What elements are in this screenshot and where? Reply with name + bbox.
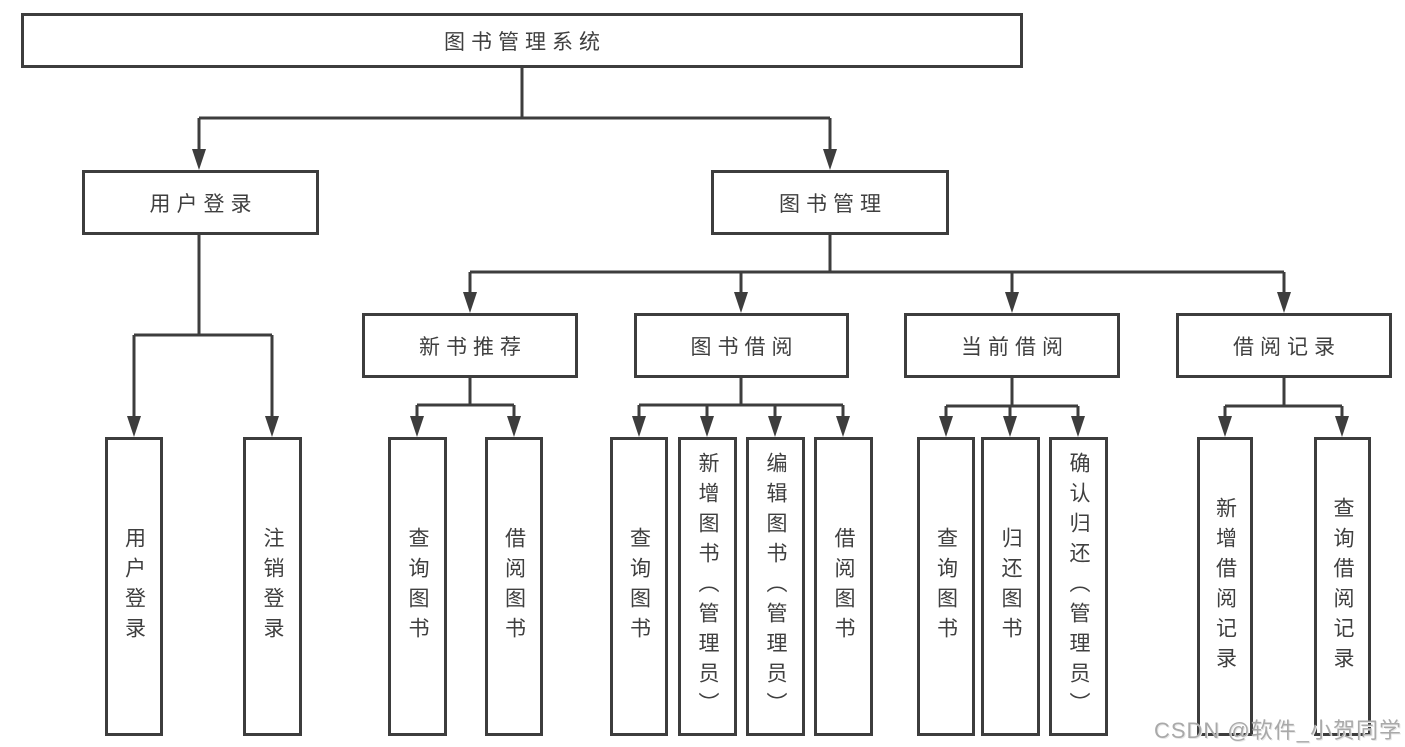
connector-current-borrow-to-leaves: [939, 378, 1085, 437]
node-label: 图书管理: [779, 192, 887, 216]
node-new-book-recommend: 新书推荐: [362, 313, 578, 378]
node-label: 当前借阅: [961, 335, 1069, 359]
leaf-label: 注销登录: [261, 526, 284, 647]
leaf-label: 用户登录: [122, 526, 146, 647]
node-book-borrowing: 图书借阅: [634, 313, 849, 378]
node-borrowing-records: 借阅记录: [1176, 313, 1392, 378]
leaf-edit-book-admin: 编辑图书（管理员）: [746, 437, 805, 736]
node-current-borrowing: 当前借阅: [904, 313, 1120, 378]
node-label: 用户登录: [149, 192, 258, 216]
leaf-label: 确认归还（管理员）: [1067, 451, 1090, 722]
leaf-borrow-book: 借阅图书: [814, 437, 873, 736]
leaf-label: 查询借阅记录: [1331, 496, 1354, 677]
leaf-label: 新增图书（管理员）: [696, 451, 719, 722]
connector-book-mgmt-to-level3: [463, 235, 1291, 313]
node-library-management-system: 图书管理系统: [21, 13, 1023, 68]
watermark-text: CSDN @软件_小贺同学: [1153, 718, 1402, 743]
leaf-label: 归还图书: [999, 526, 1022, 647]
leaf-borrow-book-recommend: 借阅图书: [485, 437, 543, 736]
node-label: 借阅记录: [1233, 335, 1341, 359]
leaf-label: 编辑图书（管理员）: [764, 451, 787, 722]
leaf-confirm-return-admin: 确认归还（管理员）: [1049, 437, 1108, 736]
leaf-add-book-admin: 新增图书（管理员）: [678, 437, 737, 736]
leaf-query-book-current: 查询图书: [917, 437, 975, 736]
node-label: 图书管理系统: [444, 30, 606, 54]
leaf-logout: 注销登录: [243, 437, 302, 736]
connector-borrow-records-to-leaves: [1218, 378, 1349, 437]
node-user-login: 用户登录: [82, 170, 319, 235]
leaf-query-book-recommend: 查询图书: [388, 437, 447, 736]
leaf-add-borrow-record: 新增借阅记录: [1197, 437, 1253, 736]
connector-new-book-rec-to-leaves: [410, 378, 521, 437]
node-book-management: 图书管理: [711, 170, 949, 235]
leaf-label: 查询图书: [627, 526, 651, 647]
node-label: 图书借阅: [690, 335, 799, 359]
leaf-label: 查询图书: [934, 526, 958, 647]
leaf-query-book-borrow: 查询图书: [610, 437, 668, 736]
node-label: 新书推荐: [419, 335, 527, 359]
leaf-label: 借阅图书: [832, 526, 855, 647]
connector-user-login-to-leaves: [127, 235, 279, 437]
connector-root-to-level2: [192, 68, 837, 170]
leaf-label: 查询图书: [406, 526, 429, 647]
leaf-label: 新增借阅记录: [1213, 496, 1237, 677]
leaf-user-login: 用户登录: [105, 437, 163, 736]
connector-book-borrow-to-leaves: [632, 378, 850, 437]
leaf-query-borrow-record: 查询借阅记录: [1314, 437, 1371, 736]
leaf-label: 借阅图书: [502, 526, 526, 647]
leaf-return-book: 归还图书: [981, 437, 1040, 736]
